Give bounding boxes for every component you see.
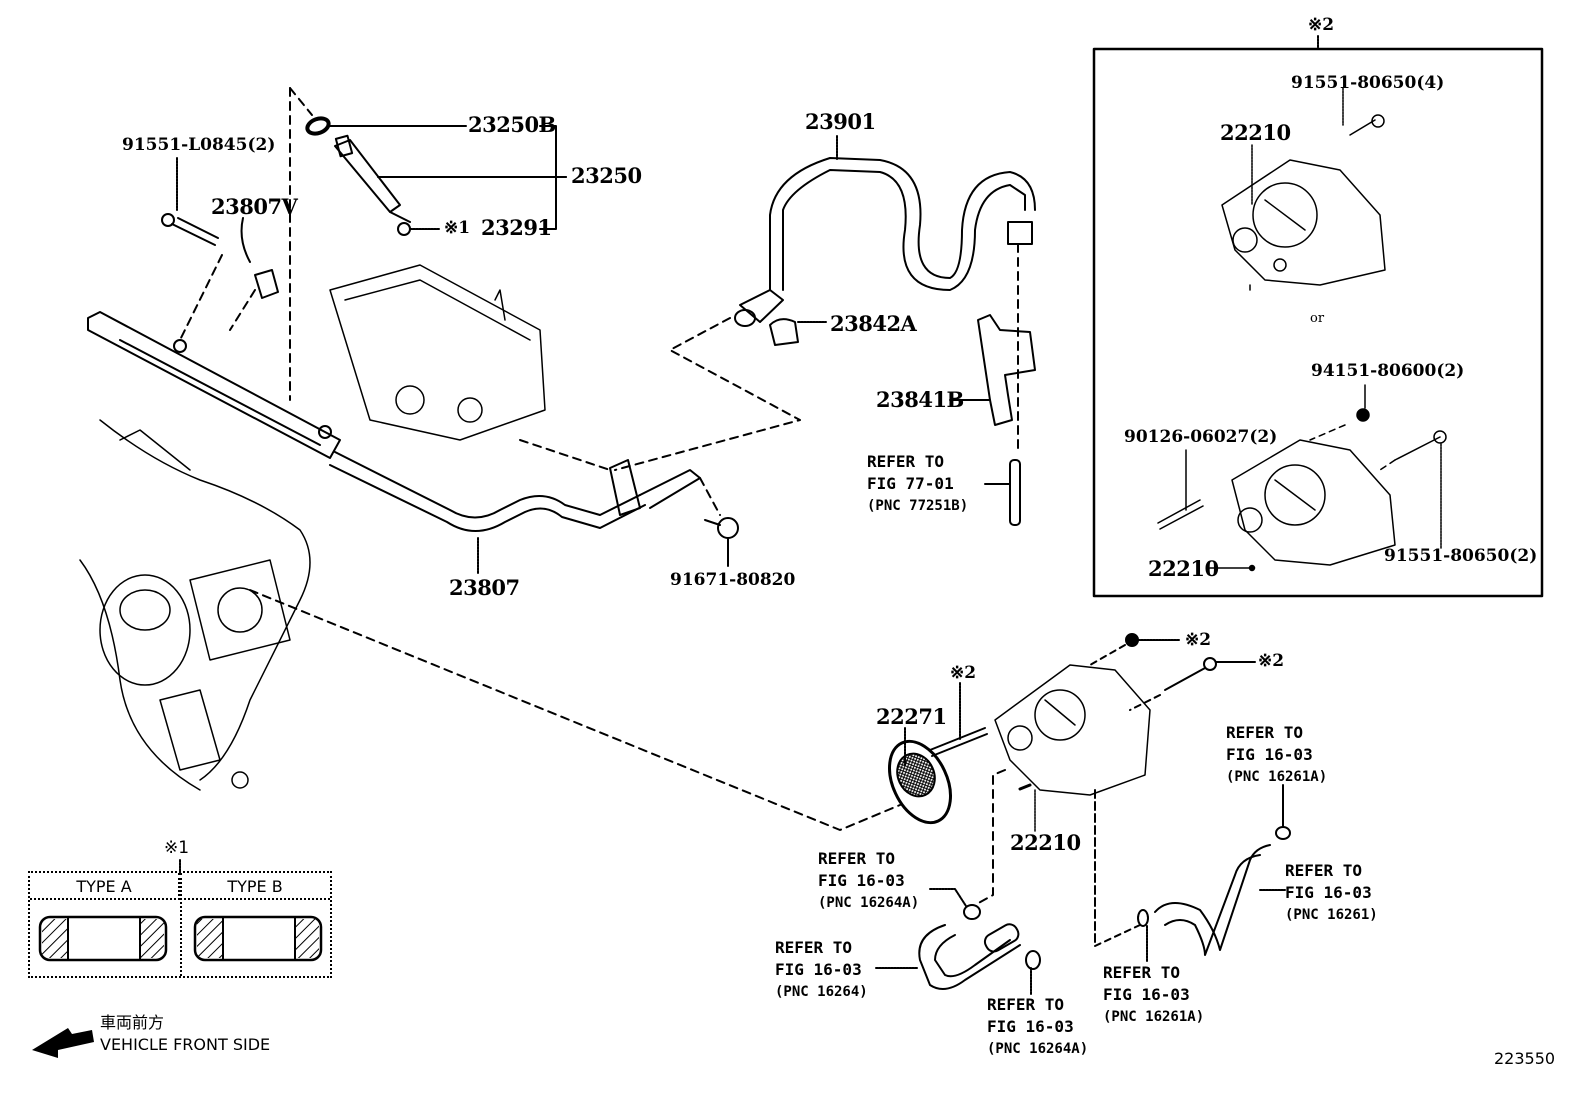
label-23807[interactable]: 23807 — [449, 575, 520, 600]
ref-line1: REFER TO — [867, 452, 945, 471]
ref-fig-16-03-16261A-top[interactable]: REFER TO FIG 16-03 (PNC 16261A) — [1226, 722, 1327, 788]
label-23250B[interactable]: 23250B — [468, 112, 556, 137]
ref-line1: REFER TO — [987, 995, 1065, 1014]
ref-line2: FIG 77-01 — [867, 474, 954, 493]
ref-pnc: (PNC 16264A) — [818, 895, 920, 911]
ref-pnc: (PNC 16261) — [1285, 907, 1378, 923]
ref-line2: FIG 16-03 — [818, 871, 905, 890]
label-23291[interactable]: 23291 — [481, 215, 552, 240]
type-a-header: TYPE A — [30, 873, 180, 900]
ref-fig-16-03-16264A-bottom[interactable]: REFER TO FIG 16-03 (PNC 16264A) — [987, 994, 1088, 1060]
ref-line1: REFER TO — [1103, 963, 1181, 982]
water-hose-16264-drawing — [875, 888, 1041, 996]
figure-number: 223550 — [1494, 1049, 1556, 1068]
ref-line2: FIG 16-03 — [1226, 745, 1313, 764]
label-91551-L0845[interactable]: 91551-L0845(2) — [122, 135, 276, 155]
note-ref-2-bolt: ※2 — [1258, 651, 1285, 671]
ref-line2: FIG 16-03 — [987, 1017, 1074, 1036]
vehicle-front-label: 車両前方 VEHICLE FRONT SIDE — [100, 1012, 270, 1056]
inset-note: ※2 — [1308, 15, 1335, 35]
label-23841B[interactable]: 23841B — [876, 387, 964, 412]
label-91671-80820[interactable]: 91671-80820 — [670, 570, 796, 590]
ref-line1: REFER TO — [1226, 723, 1304, 742]
vehicle-front-jp: 車両前方 — [100, 1013, 165, 1032]
inset-label-22210-bottom[interactable]: 22210 — [1148, 556, 1219, 581]
fuel-injector-drawing — [305, 116, 567, 236]
fuel-delivery-pipe-drawing — [87, 311, 701, 575]
fuel-hose-23901-drawing — [734, 135, 1036, 346]
ref-line1: REFER TO — [1285, 861, 1363, 880]
seal-type-table: TYPE A TYPE B — [28, 871, 332, 978]
ref-fig-16-03-16261[interactable]: REFER TO FIG 16-03 (PNC 16261) — [1285, 860, 1378, 926]
inset-throttle-body-top — [1221, 87, 1386, 291]
label-23807V[interactable]: 23807V — [211, 194, 298, 219]
inset-label-nut[interactable]: 94151-80600(2) — [1311, 361, 1465, 381]
type-b-header: TYPE B — [180, 873, 330, 900]
ref-pnc: (PNC 16261A) — [1103, 1009, 1205, 1025]
ref-fig-16-03-16264[interactable]: REFER TO FIG 16-03 (PNC 16264) — [775, 937, 868, 1003]
type-table-note: ※1 — [164, 838, 190, 858]
inset-label-stud[interactable]: 90126-06027(2) — [1124, 427, 1278, 447]
ref-fig-77-01[interactable]: REFER TO FIG 77-01 (PNC 77251B) — [867, 451, 968, 517]
note-ref-1: ※1 — [444, 218, 471, 238]
ref-pnc: (PNC 77251B) — [867, 498, 969, 514]
ref-line2: FIG 16-03 — [1103, 985, 1190, 1004]
ref-pnc: (PNC 16264) — [775, 984, 868, 1000]
inset-label-bolt-4[interactable]: 91551-80650(4) — [1291, 73, 1445, 93]
label-22271[interactable]: 22271 — [876, 704, 947, 729]
type-a-seal-drawing — [38, 915, 168, 962]
ref-line1: REFER TO — [818, 849, 896, 868]
label-23842A[interactable]: 23842A — [830, 311, 917, 336]
ref-pnc: (PNC 16264A) — [987, 1041, 1089, 1057]
inset-or-label: or — [1310, 311, 1325, 326]
ref-pnc: (PNC 16261A) — [1226, 769, 1328, 785]
ref-line1: REFER TO — [775, 938, 853, 957]
inset-label-22210-top[interactable]: 22210 — [1220, 120, 1291, 145]
type-table-divider — [180, 873, 182, 976]
label-23250[interactable]: 23250 — [571, 163, 642, 188]
front-arrow-icon — [32, 1028, 94, 1058]
ref-line2: FIG 16-03 — [775, 960, 862, 979]
note-ref-2-stud: ※2 — [950, 663, 977, 683]
ref-fig-16-03-16261A-bottom[interactable]: REFER TO FIG 16-03 (PNC 16261A) — [1103, 962, 1204, 1028]
label-22210-main[interactable]: 22210 — [1010, 830, 1081, 855]
throttle-body-drawing — [994, 664, 1151, 833]
intake-manifold-drawing — [79, 419, 311, 791]
vehicle-front-en: VEHICLE FRONT SIDE — [100, 1035, 271, 1054]
inset-label-bolt-2[interactable]: 91551-80650(2) — [1384, 546, 1538, 566]
type-b-seal-drawing — [193, 915, 323, 962]
note-ref-2-nut: ※2 — [1185, 630, 1212, 650]
cylinder-head-drawing — [329, 264, 546, 441]
ref-line2: FIG 16-03 — [1285, 883, 1372, 902]
label-23901[interactable]: 23901 — [805, 109, 876, 134]
water-hose-16261-drawing — [1137, 784, 1291, 963]
inset-throttle-body-bottom — [1157, 384, 1447, 572]
ref-fig-16-03-16264A-top[interactable]: REFER TO FIG 16-03 (PNC 16264A) — [818, 848, 919, 914]
